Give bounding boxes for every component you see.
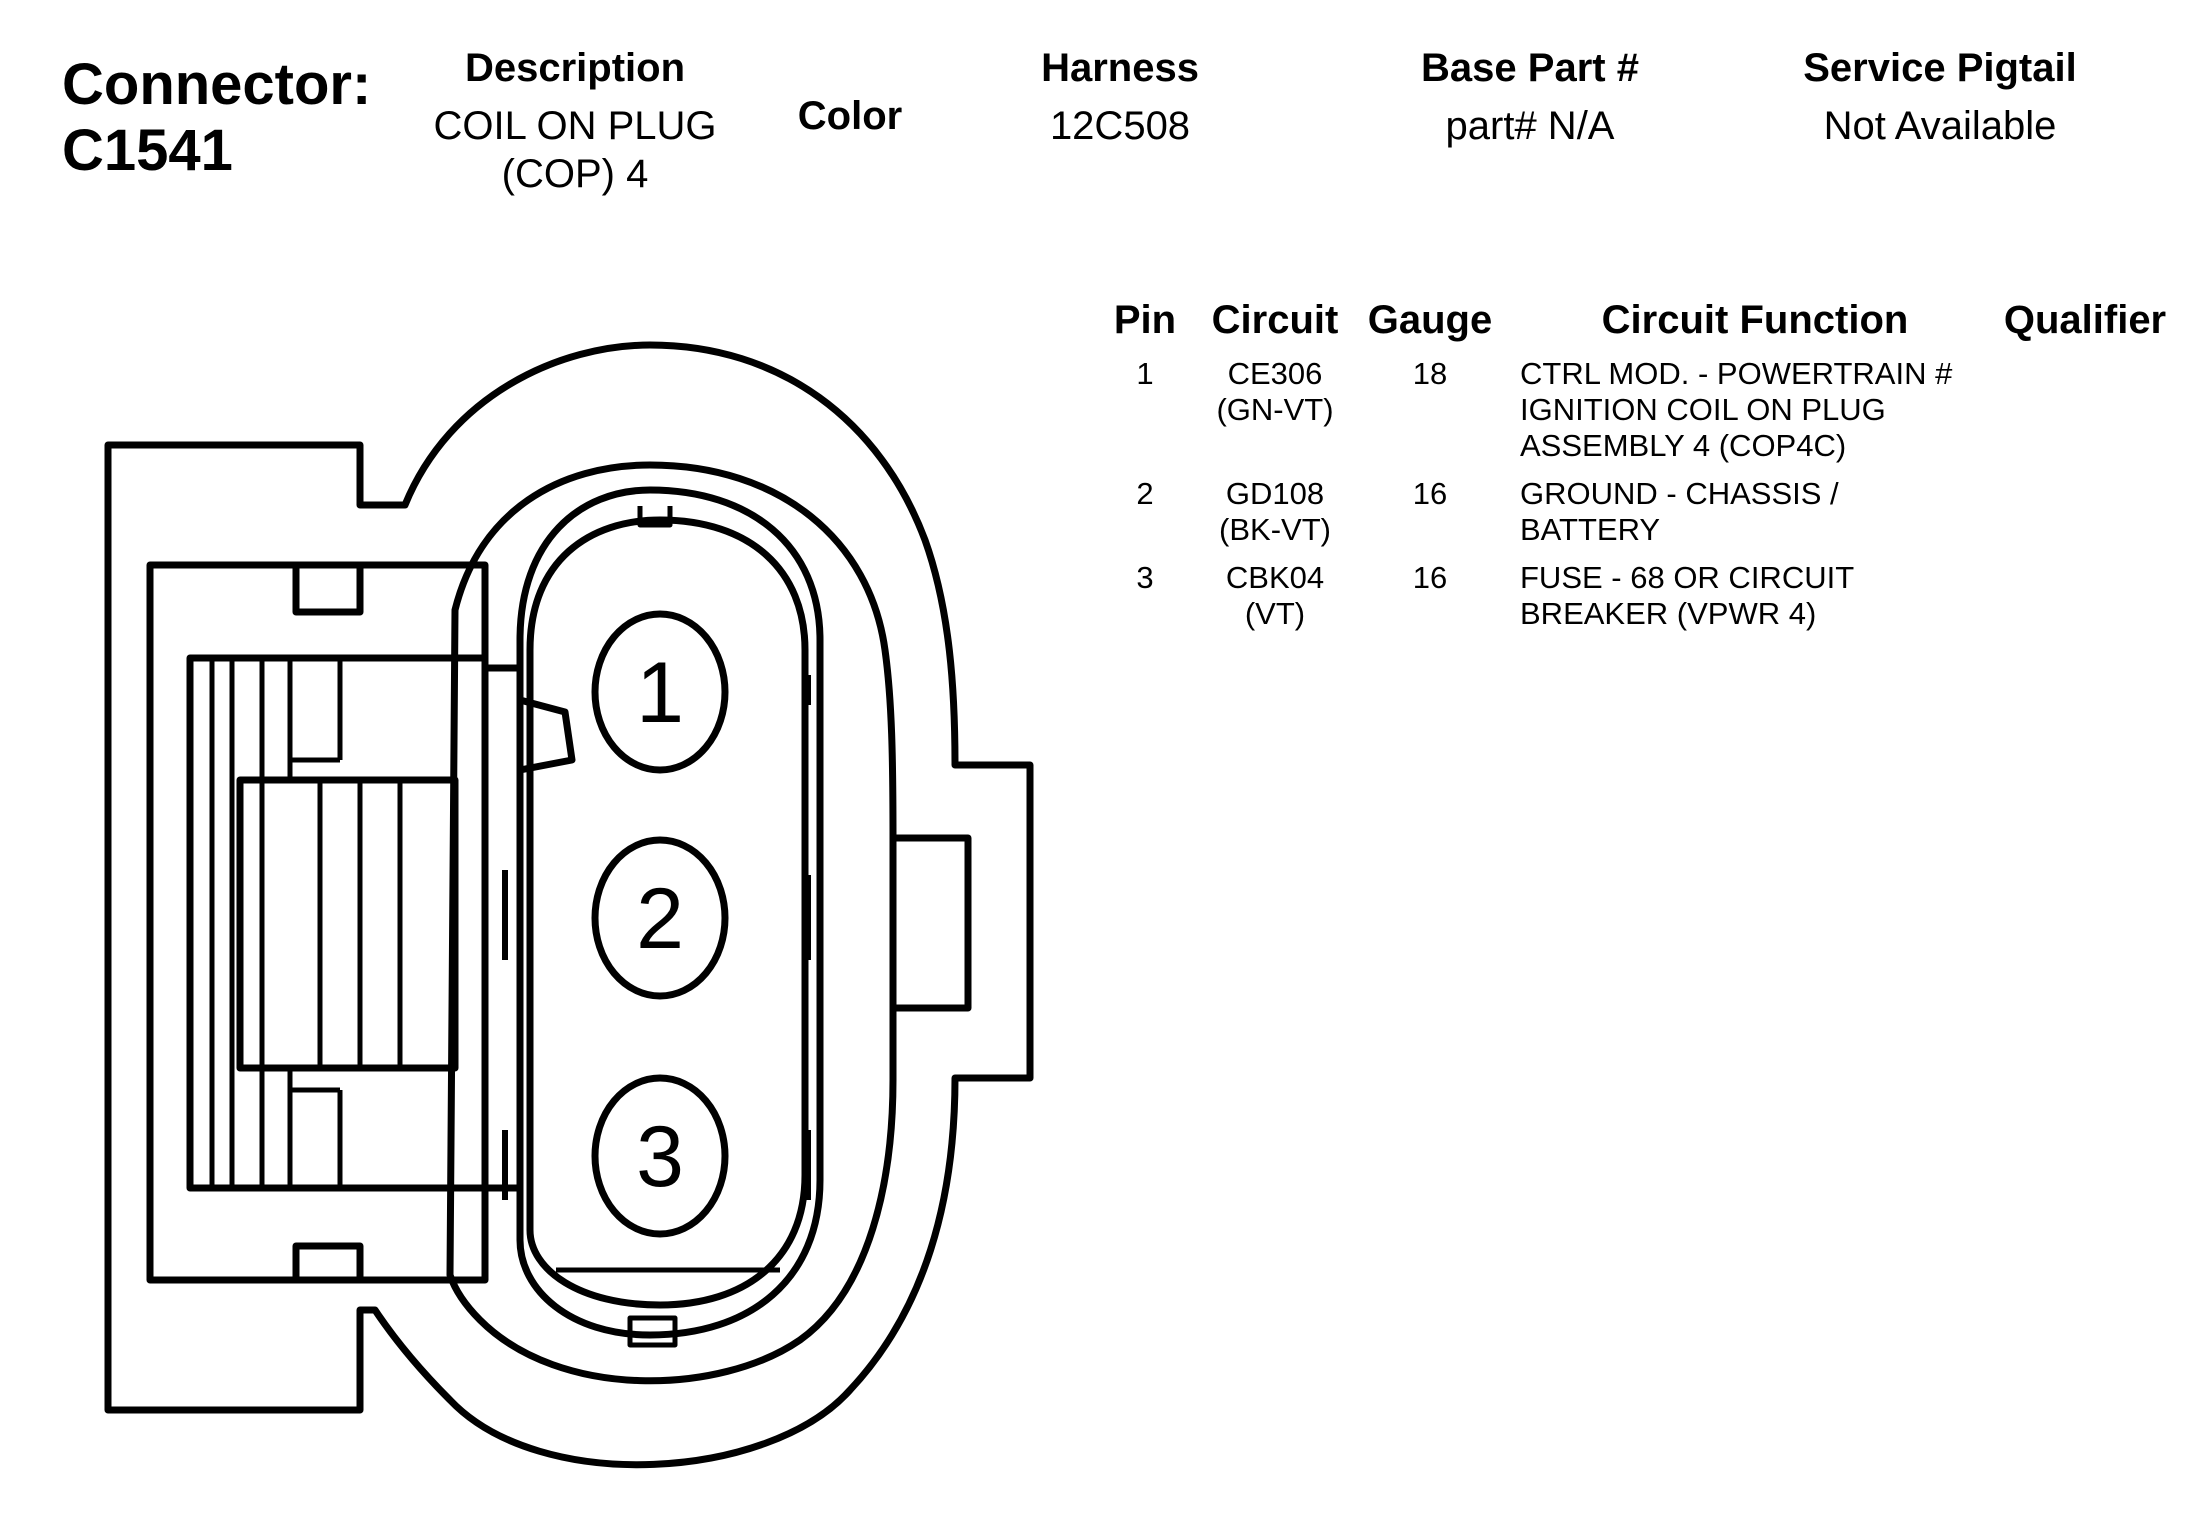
pin-terminal-3: 3 xyxy=(591,1074,729,1238)
key-tab xyxy=(889,834,972,1012)
circuit-color: (VT) xyxy=(1244,596,1306,631)
description-line-1: COIL ON PLUG xyxy=(433,104,717,148)
gauge-cell: 18 xyxy=(1412,356,1448,391)
latch-lock-lines xyxy=(287,760,403,1090)
gauge-cell: 16 xyxy=(1412,476,1448,511)
circuit-color: (GN-VT) xyxy=(1216,392,1334,427)
description-column: Description COIL ON PLUG (COP) 4 xyxy=(400,44,750,198)
circuit-cell: CE306 (GN-VT) xyxy=(1190,356,1360,476)
description-label: Description xyxy=(464,46,686,90)
connector-id: C1541 xyxy=(62,118,233,183)
pin-cavity-inner xyxy=(526,516,809,1309)
connector-outer-housing xyxy=(104,341,1034,1469)
cavity-key-top xyxy=(637,506,673,528)
gauge-cell: 16 xyxy=(1412,560,1448,595)
pin-terminal-2: 2 xyxy=(591,836,729,1000)
harness-value: 12C508 xyxy=(1049,104,1191,148)
col-header-gauge: Gauge xyxy=(1367,298,1493,342)
service-pigtail-value: Not Available xyxy=(1823,104,2057,148)
col-header-circuit-function: Circuit Function xyxy=(1601,298,1909,342)
table-row: 2 GD108 (BK-VT) 16 GROUND - CHASSIS / BA… xyxy=(1100,476,2180,560)
function-line: ASSEMBLY 4 (COP4C) xyxy=(1520,428,1847,463)
latch-body-outer xyxy=(146,561,489,1284)
function-line: BREAKER (VPWR 4) xyxy=(1520,596,1817,631)
pin-label-1: 1 xyxy=(636,645,684,741)
circuit-cell: CBK04 (VT) xyxy=(1190,560,1360,644)
base-part-value: part# N/A xyxy=(1445,104,1615,148)
pin-label-2: 2 xyxy=(636,871,684,967)
pin-cell: 1 xyxy=(1136,356,1154,391)
col-header-qualifier: Qualifier xyxy=(2003,298,2167,342)
function-line: GROUND - CHASSIS / xyxy=(1520,476,1839,511)
connector-diagram: 1 2 3 xyxy=(104,341,1034,1469)
function-line: CTRL MOD. - POWERTRAIN # xyxy=(1520,356,1953,391)
latch-lock-block xyxy=(236,776,459,1072)
harness-label: Harness xyxy=(1041,46,1199,90)
pin-terminal-1: 1 xyxy=(591,610,729,774)
color-column: Color xyxy=(770,92,930,140)
connector-label: Connector: xyxy=(62,52,372,117)
pin-table-header: Pin Circuit Gauge Circuit Function Quali… xyxy=(1100,296,2180,356)
cavity-side-marks xyxy=(502,675,811,1200)
latch-tab-bottom xyxy=(292,1242,364,1280)
latch-nub xyxy=(519,696,576,774)
qualifier-cell xyxy=(1990,560,2180,644)
description-line-2: (COP) 4 xyxy=(501,152,649,196)
pin-cell: 3 xyxy=(1136,560,1154,595)
circuit-code: CE306 xyxy=(1227,356,1323,391)
circuit-code: CBK04 xyxy=(1225,560,1325,595)
base-part-label: Base Part # xyxy=(1421,46,1639,90)
base-part-column: Base Part # part# N/A xyxy=(1380,44,1680,150)
circuit-cell: GD108 (BK-VT) xyxy=(1190,476,1360,560)
service-pigtail-label: Service Pigtail xyxy=(1803,46,2077,90)
function-line: FUSE - 68 OR CIRCUIT xyxy=(1520,560,1855,595)
circuit-code: GD108 xyxy=(1225,476,1325,511)
table-row: 3 CBK04 (VT) 16 FUSE - 68 OR CIRCUIT BRE… xyxy=(1100,560,2180,644)
connector-title: Connector: C1541 xyxy=(62,52,371,184)
function-cell: CTRL MOD. - POWERTRAIN # IGNITION COIL O… xyxy=(1500,356,1990,476)
service-pigtail-column: Service Pigtail Not Available xyxy=(1760,44,2120,150)
circuit-color: (BK-VT) xyxy=(1219,512,1331,547)
function-cell: GROUND - CHASSIS / BATTERY xyxy=(1500,476,1990,560)
color-label: Color xyxy=(797,94,903,138)
function-line: IGNITION COIL ON PLUG xyxy=(1520,392,1886,427)
function-line: BATTERY xyxy=(1520,512,1661,547)
pin-cavity-outer xyxy=(516,486,824,1339)
pin-cell: 2 xyxy=(1136,476,1154,511)
col-header-pin: Pin xyxy=(1113,298,1177,342)
latch-tab-top xyxy=(292,565,364,616)
col-header-circuit: Circuit xyxy=(1211,298,1339,342)
table-row: 1 CE306 (GN-VT) 18 CTRL MOD. - POWERTRAI… xyxy=(1100,356,2180,476)
pin-table: Pin Circuit Gauge Circuit Function Quali… xyxy=(1100,296,2180,644)
latch-ribs xyxy=(209,658,343,1188)
pin-label-3: 3 xyxy=(636,1109,684,1205)
harness-column: Harness 12C508 xyxy=(1000,44,1240,150)
function-cell: FUSE - 68 OR CIRCUIT BREAKER (VPWR 4) xyxy=(1500,560,1990,644)
qualifier-cell xyxy=(1990,476,2180,560)
qualifier-cell xyxy=(1990,356,2180,476)
cavity-key-bottom xyxy=(627,1315,678,1348)
